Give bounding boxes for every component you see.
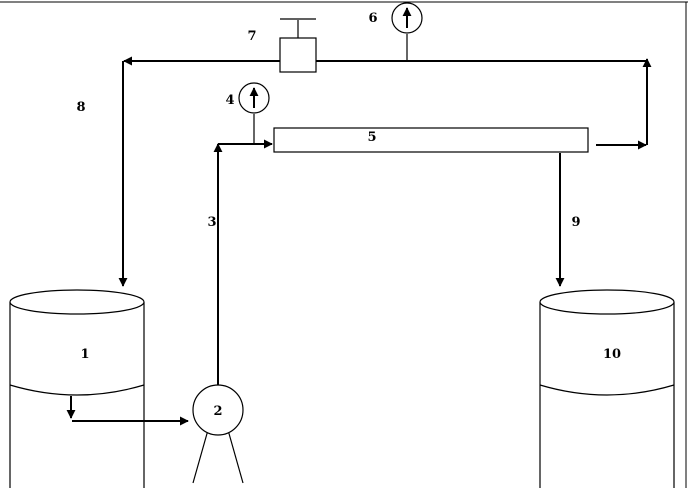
throttle-valve — [279, 18, 317, 73]
feed-line-label: 3 — [207, 215, 216, 230]
pump — [192, 384, 244, 484]
outlet-gauge-label: 6 — [368, 11, 377, 26]
feed-line — [213, 139, 273, 385]
suction-line — [66, 396, 189, 426]
inlet-pressure-gauge — [238, 82, 270, 144]
feed-tank-label: 1 — [80, 347, 89, 362]
membrane-module — [273, 127, 589, 153]
inlet-gauge-label: 4 — [225, 93, 234, 108]
valve-label: 7 — [247, 29, 256, 44]
permeate-tank-label: 10 — [603, 347, 621, 362]
recycle-line-label: 8 — [76, 100, 85, 115]
outlet-pressure-gauge — [391, 2, 423, 61]
membrane-module-label: 5 — [367, 130, 376, 145]
retentate-line — [596, 58, 652, 150]
pump-label: 2 — [213, 404, 222, 419]
feed-tank — [9, 289, 145, 488]
permeate-tank — [539, 289, 675, 488]
permeate-line-label: 9 — [571, 215, 580, 230]
